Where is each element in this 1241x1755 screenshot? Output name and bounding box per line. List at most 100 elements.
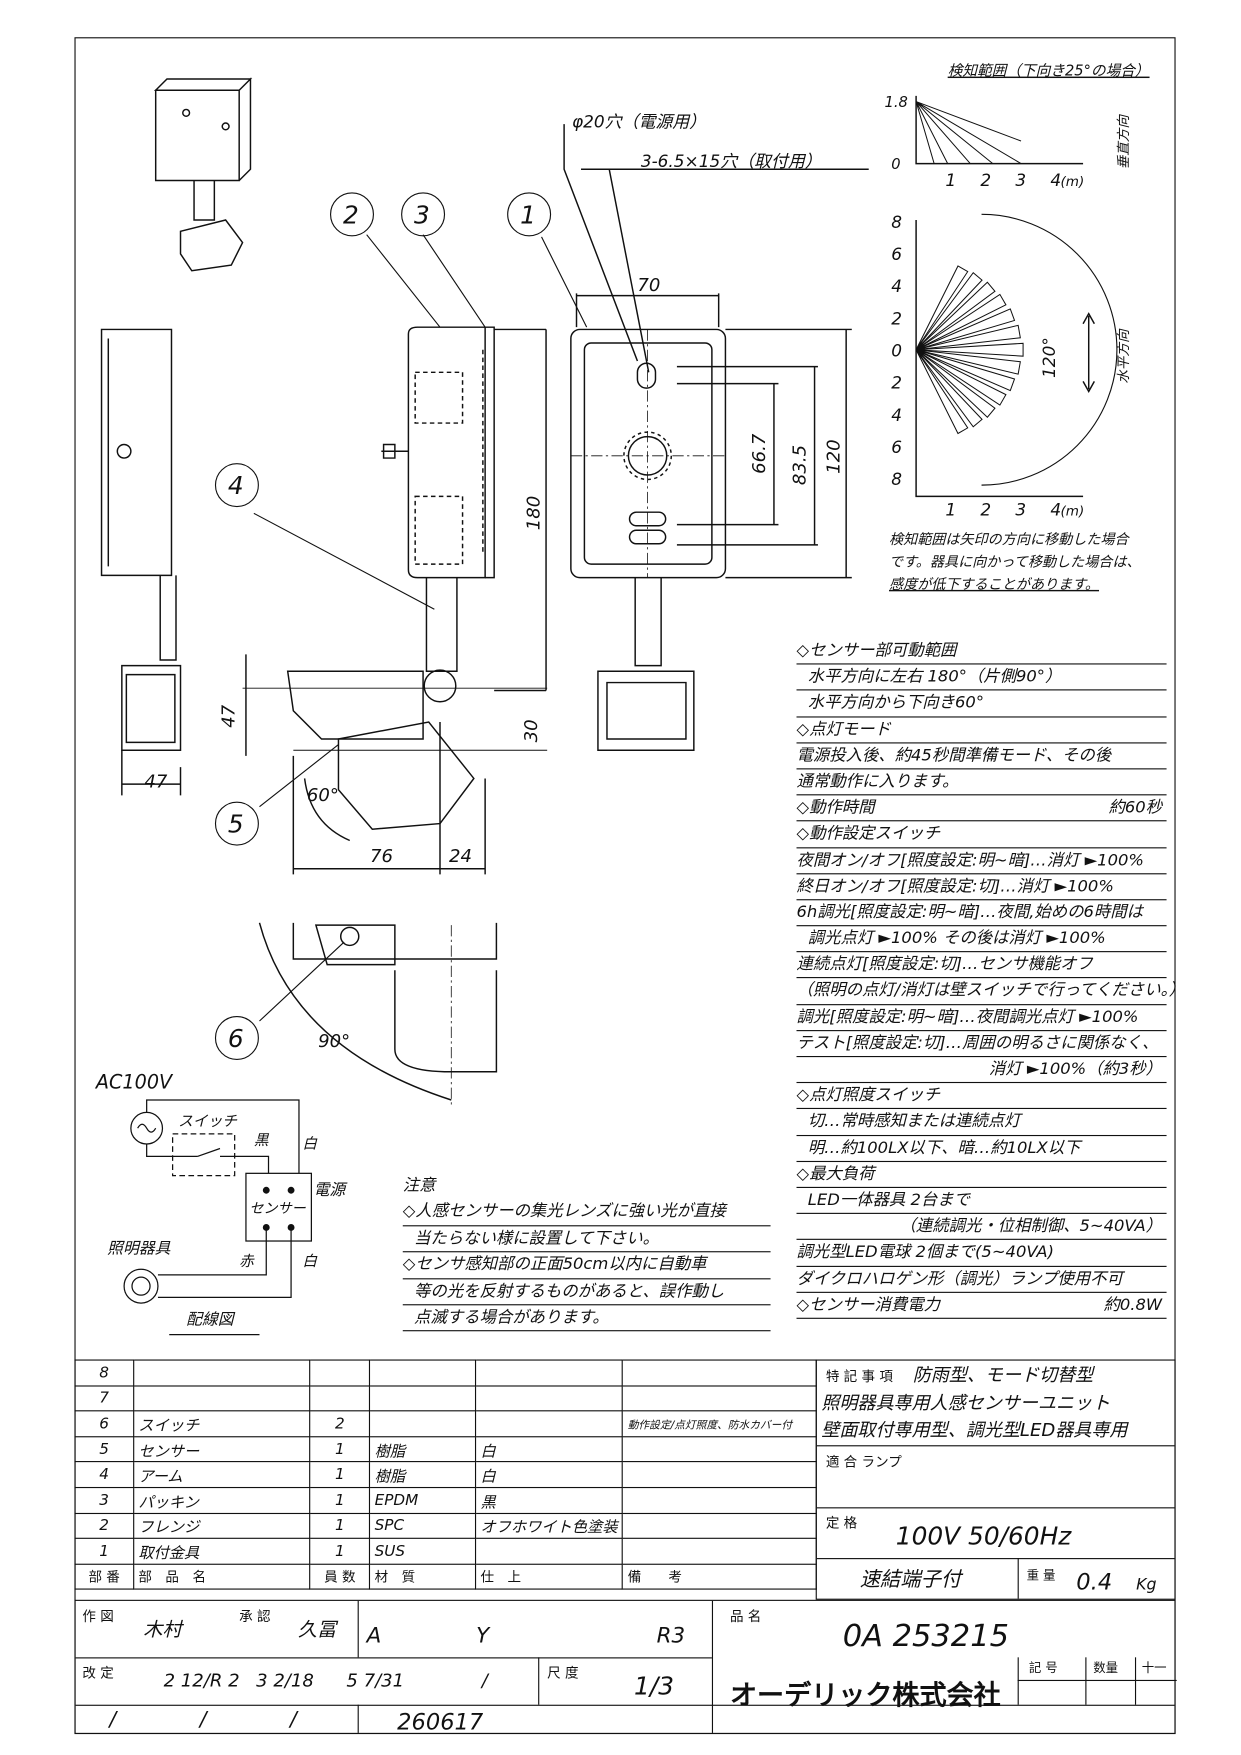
- parts-cell: 2: [74, 1512, 134, 1540]
- spec-text: 調光型LED電球 2個まで(5~40VA): [796, 1243, 1055, 1262]
- spec-row: 明…約100LX以下、暗…約10LX以下: [796, 1136, 1167, 1162]
- detection-zone: [915, 271, 983, 351]
- parts-cell: [622, 1486, 817, 1514]
- spec-row: ◇動作時間約60秒: [796, 796, 1167, 822]
- parts-cell: 3: [74, 1486, 134, 1514]
- x-tick-label: 2: [980, 170, 991, 190]
- dim-30: 30: [521, 719, 542, 742]
- rating-value: 100V 50/60Hz: [895, 1523, 1072, 1552]
- y-tick-label: 2: [891, 373, 902, 393]
- side-view-left: [100, 328, 182, 796]
- spec-text: 水平方向に左右 180°（片側90°）: [807, 668, 1062, 687]
- parts-cell: SUS: [368, 1537, 476, 1565]
- y-tick-label: 4: [891, 276, 902, 296]
- spec-row: 調光[照度設定:明~暗]…夜間調光点灯 ►100%: [796, 1005, 1167, 1031]
- approved-label: 承 認: [239, 1608, 271, 1625]
- spec-row: 通常動作に入ります。: [796, 769, 1167, 796]
- wiring-diagram: [123, 1099, 313, 1336]
- parts-cell: [368, 1359, 476, 1387]
- x-tick-label: 1: [945, 500, 956, 520]
- x-tick-label: (m): [1061, 174, 1085, 190]
- spec-text: LED一体器具 2台まで: [807, 1191, 970, 1210]
- spec-row: ◇センサー消費電力約0.8W: [796, 1293, 1167, 1319]
- quantity-label: 数量: [1093, 1660, 1119, 1676]
- detection-note-3: 感度が低下することがあります。: [889, 577, 1099, 593]
- rotation-view: [258, 922, 498, 1106]
- caution-line: ◇センサ感知部の正面50cm以内に自動車: [402, 1252, 771, 1279]
- parts-cell: 4: [74, 1461, 134, 1489]
- y-tick-label: 8: [891, 212, 902, 232]
- revision-2: 3 2/18: [256, 1669, 314, 1692]
- parts-header-cell: 仕 上: [474, 1563, 624, 1591]
- spec-row: ◇点灯モード: [796, 717, 1167, 744]
- side-view-center: [242, 326, 548, 830]
- parts-cell: 1: [309, 1512, 371, 1540]
- y-tick-label: 6: [891, 244, 902, 264]
- y-tick-label: 0: [891, 341, 902, 361]
- callout-circles: [214, 192, 552, 1060]
- dim-180: 180: [523, 496, 544, 530]
- spec-text: 電源投入後、約45秒間準備モード、その後: [796, 746, 1112, 765]
- callout-1: 1: [520, 200, 536, 229]
- spec-text: ◇動作設定スイッチ: [796, 825, 940, 844]
- spec-row: 水平方向に左右 180°（片側90°）: [796, 665, 1167, 691]
- parts-cell: 1: [309, 1461, 371, 1489]
- parts-cell: スイッチ: [132, 1410, 311, 1438]
- spec-text: （照明の点灯/消灯は壁スイッチで行ってください。）: [796, 982, 1186, 1001]
- parts-cell: オフホワイト色塗装: [474, 1512, 624, 1540]
- spec-row: テスト[照度設定:切]…周囲の明るさに関係なく、: [796, 1031, 1167, 1058]
- spec-row: （照明の点灯/消灯は壁スイッチで行ってください。）: [796, 979, 1185, 1005]
- parts-cell: 2: [309, 1410, 371, 1438]
- parts-cell: [474, 1410, 624, 1438]
- dim-120: 120: [823, 439, 844, 473]
- revision-1: 2 12/R 2: [163, 1669, 240, 1692]
- spec-value: （連続調光・位相制御、5~40VA）: [899, 1217, 1163, 1236]
- scale-value: 1/3: [634, 1673, 674, 1702]
- vertical-chart-title: 検知範囲（下向き25°の場合）: [948, 63, 1150, 80]
- dim-76: 76: [370, 846, 393, 867]
- x-tick-label: 1: [945, 170, 956, 190]
- spec-row: 終日オン/オフ[照度設定:切]…消灯 ►100%: [796, 874, 1167, 901]
- drawn-label: 作 図: [82, 1608, 114, 1625]
- x-tick-label: 2: [980, 500, 991, 520]
- parts-cell: SPC: [368, 1512, 476, 1540]
- dim-66-7: 66.7: [749, 433, 770, 474]
- parts-cell: センサー: [132, 1435, 311, 1463]
- caution-line: 点滅する場合があります。: [402, 1305, 771, 1332]
- rating-label: 定 格: [825, 1515, 858, 1531]
- perspective-view: [153, 77, 253, 272]
- detection-zone: [915, 349, 969, 435]
- revision-label: 改 定: [82, 1665, 114, 1682]
- slash: /: [289, 1708, 297, 1732]
- parts-cell: [622, 1384, 817, 1412]
- parts-cell: 取付金具: [132, 1537, 311, 1565]
- weight-label: 重 量: [1026, 1568, 1056, 1583]
- special-line: 照明器具専用人感センサーユニット: [821, 1392, 1111, 1414]
- grade-y: Y: [476, 1623, 490, 1649]
- spec-row: 水平方向から下向き60°: [796, 691, 1167, 718]
- parts-cell: [309, 1384, 371, 1412]
- rev-code: R3: [656, 1623, 686, 1649]
- parts-cell: 1: [309, 1537, 371, 1565]
- detection-zone: [915, 308, 1016, 351]
- detection-zone: [915, 324, 1021, 351]
- wiring-sensor: センサー: [249, 1199, 306, 1217]
- spec-text: 夜間オン/オフ[照度設定:明~暗]…消灯 ►100%: [796, 851, 1144, 870]
- dim-24: 24: [449, 846, 472, 867]
- spec-row: 消灯 ►100%（約3秒）: [796, 1057, 1167, 1084]
- parts-cell: 1: [309, 1486, 371, 1514]
- approved-by: 久冨: [297, 1618, 337, 1642]
- callout-2: 2: [343, 200, 359, 229]
- special-label: 特 記 事 項: [825, 1368, 893, 1385]
- detection-zone: [915, 349, 1021, 375]
- wiring-red: 赤: [239, 1253, 254, 1271]
- title-block: 作 図 木村 承 認 久冨 A Y R3 品 名 0A 253215 改 定 2…: [74, 1599, 1177, 1735]
- wiring-black: 黒: [253, 1132, 269, 1150]
- parts-row: 8: [74, 1359, 817, 1387]
- parts-header-cell: 材 質: [368, 1563, 476, 1591]
